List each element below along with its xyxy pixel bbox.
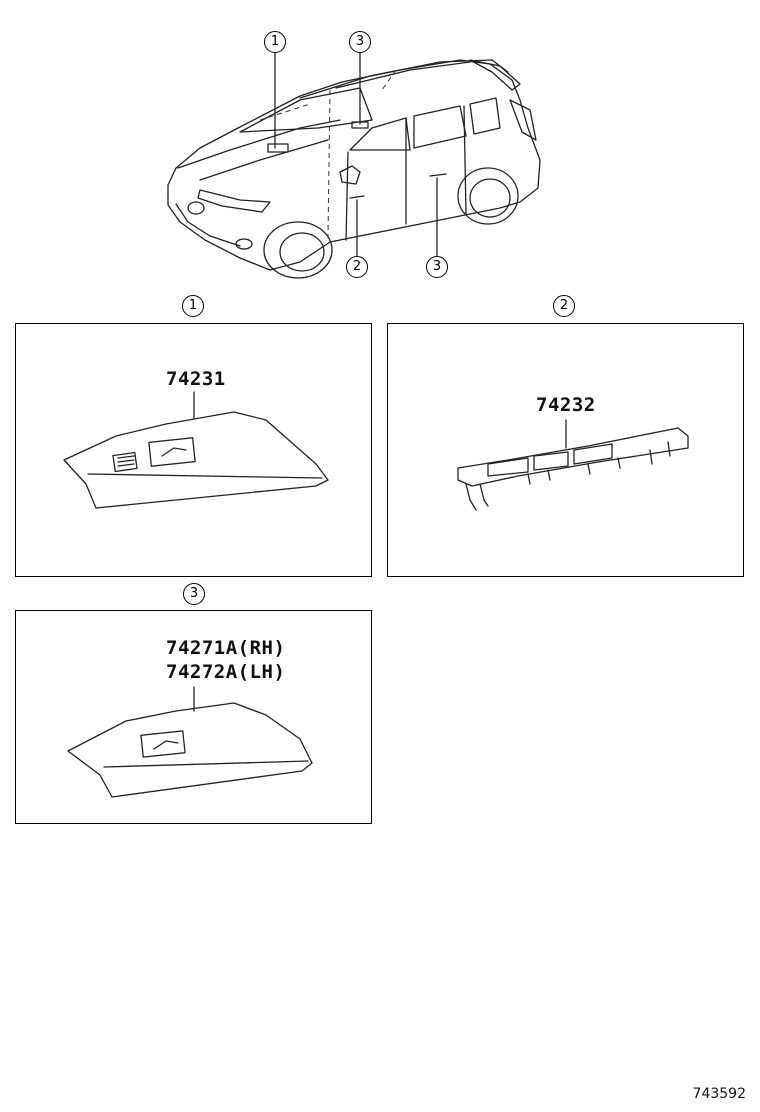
diagram-reference-code: 743592 (692, 1086, 746, 1102)
suv-outline (167, 59, 541, 279)
panel-2: 74232 (387, 323, 744, 577)
callout-3-top: 3 (349, 31, 371, 53)
master-switch-panel-drawing (457, 419, 689, 511)
callout-3-bottom: 3 (426, 256, 448, 278)
part-number-74231: 74231 (166, 368, 226, 390)
vehicle-illustration (167, 52, 541, 279)
passenger-switch-panel-drawing (67, 686, 313, 798)
callout-panel-3: 3 (183, 583, 205, 605)
part-number-74271a-rh: 74271A(RH) (166, 637, 286, 659)
panel-1: 74231 (15, 323, 372, 577)
panel-3: 74271A(RH) 74272A(LH) (15, 610, 372, 824)
callout-panel-1: 1 (182, 295, 204, 317)
callout-2-bottom: 2 (346, 256, 368, 278)
part-number-74272a-lh: 74272A(LH) (166, 661, 286, 683)
callout-1-top: 1 (264, 31, 286, 53)
window-switch-panel-drawing (63, 391, 329, 509)
part-number-74232: 74232 (536, 394, 596, 416)
callout-panel-2: 2 (553, 295, 575, 317)
